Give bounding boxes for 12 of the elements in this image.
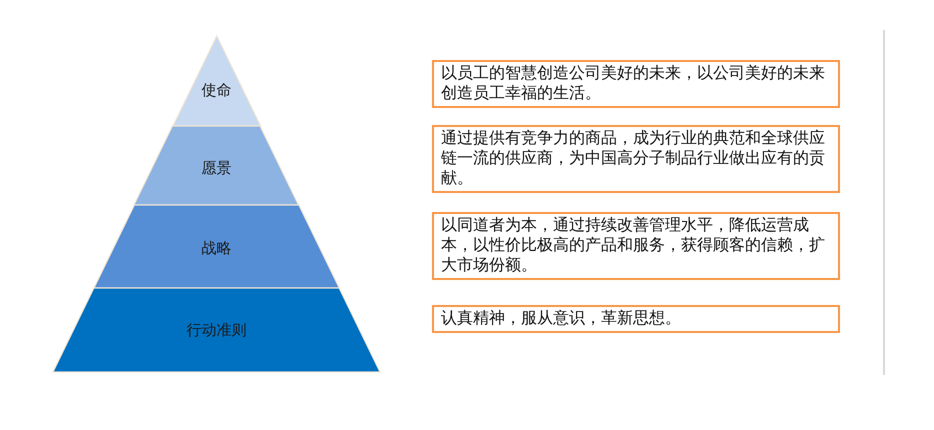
tier-label: 行动准则 xyxy=(186,322,246,340)
tier-label: 使命 xyxy=(201,82,232,100)
pyramid-tier xyxy=(94,205,340,288)
pyramid-tier xyxy=(53,288,380,372)
statement-box: 以员工的智慧创造公司美好的未来，以公司美好的未来创造员工幸福的生活。 xyxy=(432,60,840,108)
statement-box: 认真精神，服从意识，革新思想。 xyxy=(432,305,840,333)
statement-box: 通过提供有竞争力的商品，成为行业的典范和全球供应链一流的供应商，为中国高分子制品行业做出应有的贡献。 xyxy=(432,125,840,193)
pyramid-tier xyxy=(134,126,299,205)
tier-label: 愿景 xyxy=(201,160,232,178)
tier-label: 战略 xyxy=(202,240,232,258)
pyramid-tier xyxy=(172,36,260,126)
statement-box: 以同道者为本，通过持续改善管理水平，降低运营成本，以性价比极高的产品和服务，获得顾客的信赖，扩大市场份额。 xyxy=(432,212,840,280)
